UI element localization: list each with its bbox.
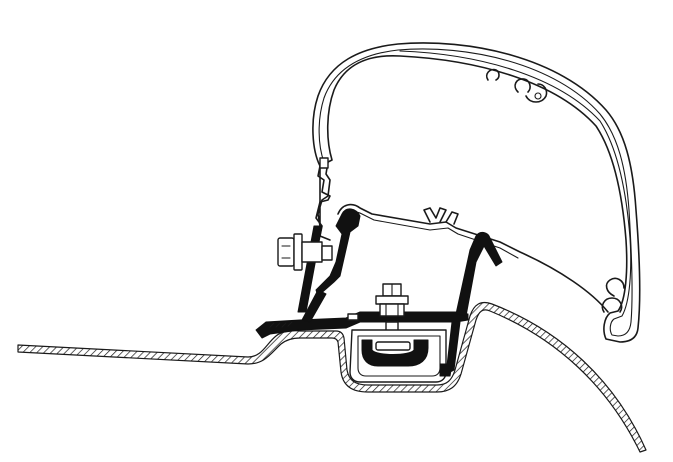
clamp-slider <box>361 339 429 367</box>
side-bolt <box>277 233 333 271</box>
vehicle-roof-panel <box>17 301 647 453</box>
awning-cassette-profile <box>312 42 641 343</box>
channel-end-stop <box>439 363 453 377</box>
